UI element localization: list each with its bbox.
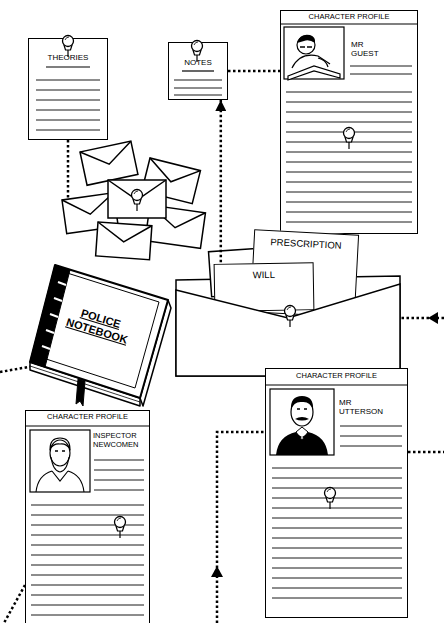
document-paper: WILL [214, 262, 315, 312]
character-name: INSPECTOR NEWCOMEN [93, 432, 148, 449]
dotted-line [4, 585, 25, 623]
pin-shine [134, 191, 138, 194]
pin-head [132, 190, 143, 201]
pin-needle [136, 203, 137, 211]
envelope-body [108, 180, 166, 218]
pin-body [133, 199, 141, 204]
character-profile-card: CHARACTER PROFILE INSPECTOR NEWCOMEN [25, 410, 150, 623]
dotted-line [67, 140, 70, 210]
character-profile-card: CHARACTER PROFILE MR GUEST [280, 10, 418, 234]
character-profile-card: CHARACTER PROFILE MR UTTERSON [265, 368, 408, 618]
envelope-flap [146, 158, 201, 188]
police-notebook: POLICE NOTEBOOK [28, 262, 170, 408]
envelope [142, 158, 201, 204]
character-name: MR GUEST [351, 40, 387, 58]
envelope-flap [62, 193, 116, 218]
envelope-flap [97, 222, 152, 244]
envelope [62, 193, 118, 234]
card-header: CHARACTER PROFILE [281, 13, 417, 22]
document-title: PRESCRIPTION [254, 236, 357, 252]
envelope-flap [108, 180, 166, 200]
dotted-line [217, 432, 265, 623]
envelope-flap [80, 141, 135, 169]
notebook-spine [30, 265, 70, 367]
dotted-line [408, 451, 444, 454]
envelope-flap [147, 205, 205, 232]
dotted-connector [228, 70, 280, 73]
dotted-connector [220, 100, 223, 262]
envelope [145, 205, 205, 248]
note-heading: THEORIES [29, 53, 107, 62]
card-header: CHARACTER PROFILE [26, 413, 149, 422]
spine-rings [42, 282, 66, 349]
card-header: CHARACTER PROFILE [266, 372, 407, 381]
envelope-body [62, 193, 118, 234]
notebook-cover [30, 265, 168, 398]
note-card: NOTES [168, 42, 228, 100]
push-pin [132, 190, 143, 212]
envelope-body [96, 222, 152, 260]
envelope-body [142, 158, 201, 204]
pin-body [286, 315, 294, 320]
envelope-body [80, 141, 138, 185]
character-name: MR UTTERSON [339, 398, 387, 416]
envelope [108, 180, 166, 218]
dotted-line [0, 366, 34, 372]
envelope [80, 141, 138, 185]
pin-needle [289, 319, 290, 327]
document-title: WILL [215, 269, 313, 282]
note-card: THEORIES [28, 38, 108, 140]
envelope-body [145, 205, 205, 248]
envelope-pile [62, 141, 205, 259]
bookmark-ribbon [76, 379, 85, 406]
note-heading: NOTES [169, 58, 227, 67]
envelope [96, 222, 152, 260]
dotted-line [400, 317, 444, 320]
arrow-head [428, 312, 438, 324]
arrow-head [211, 566, 223, 577]
